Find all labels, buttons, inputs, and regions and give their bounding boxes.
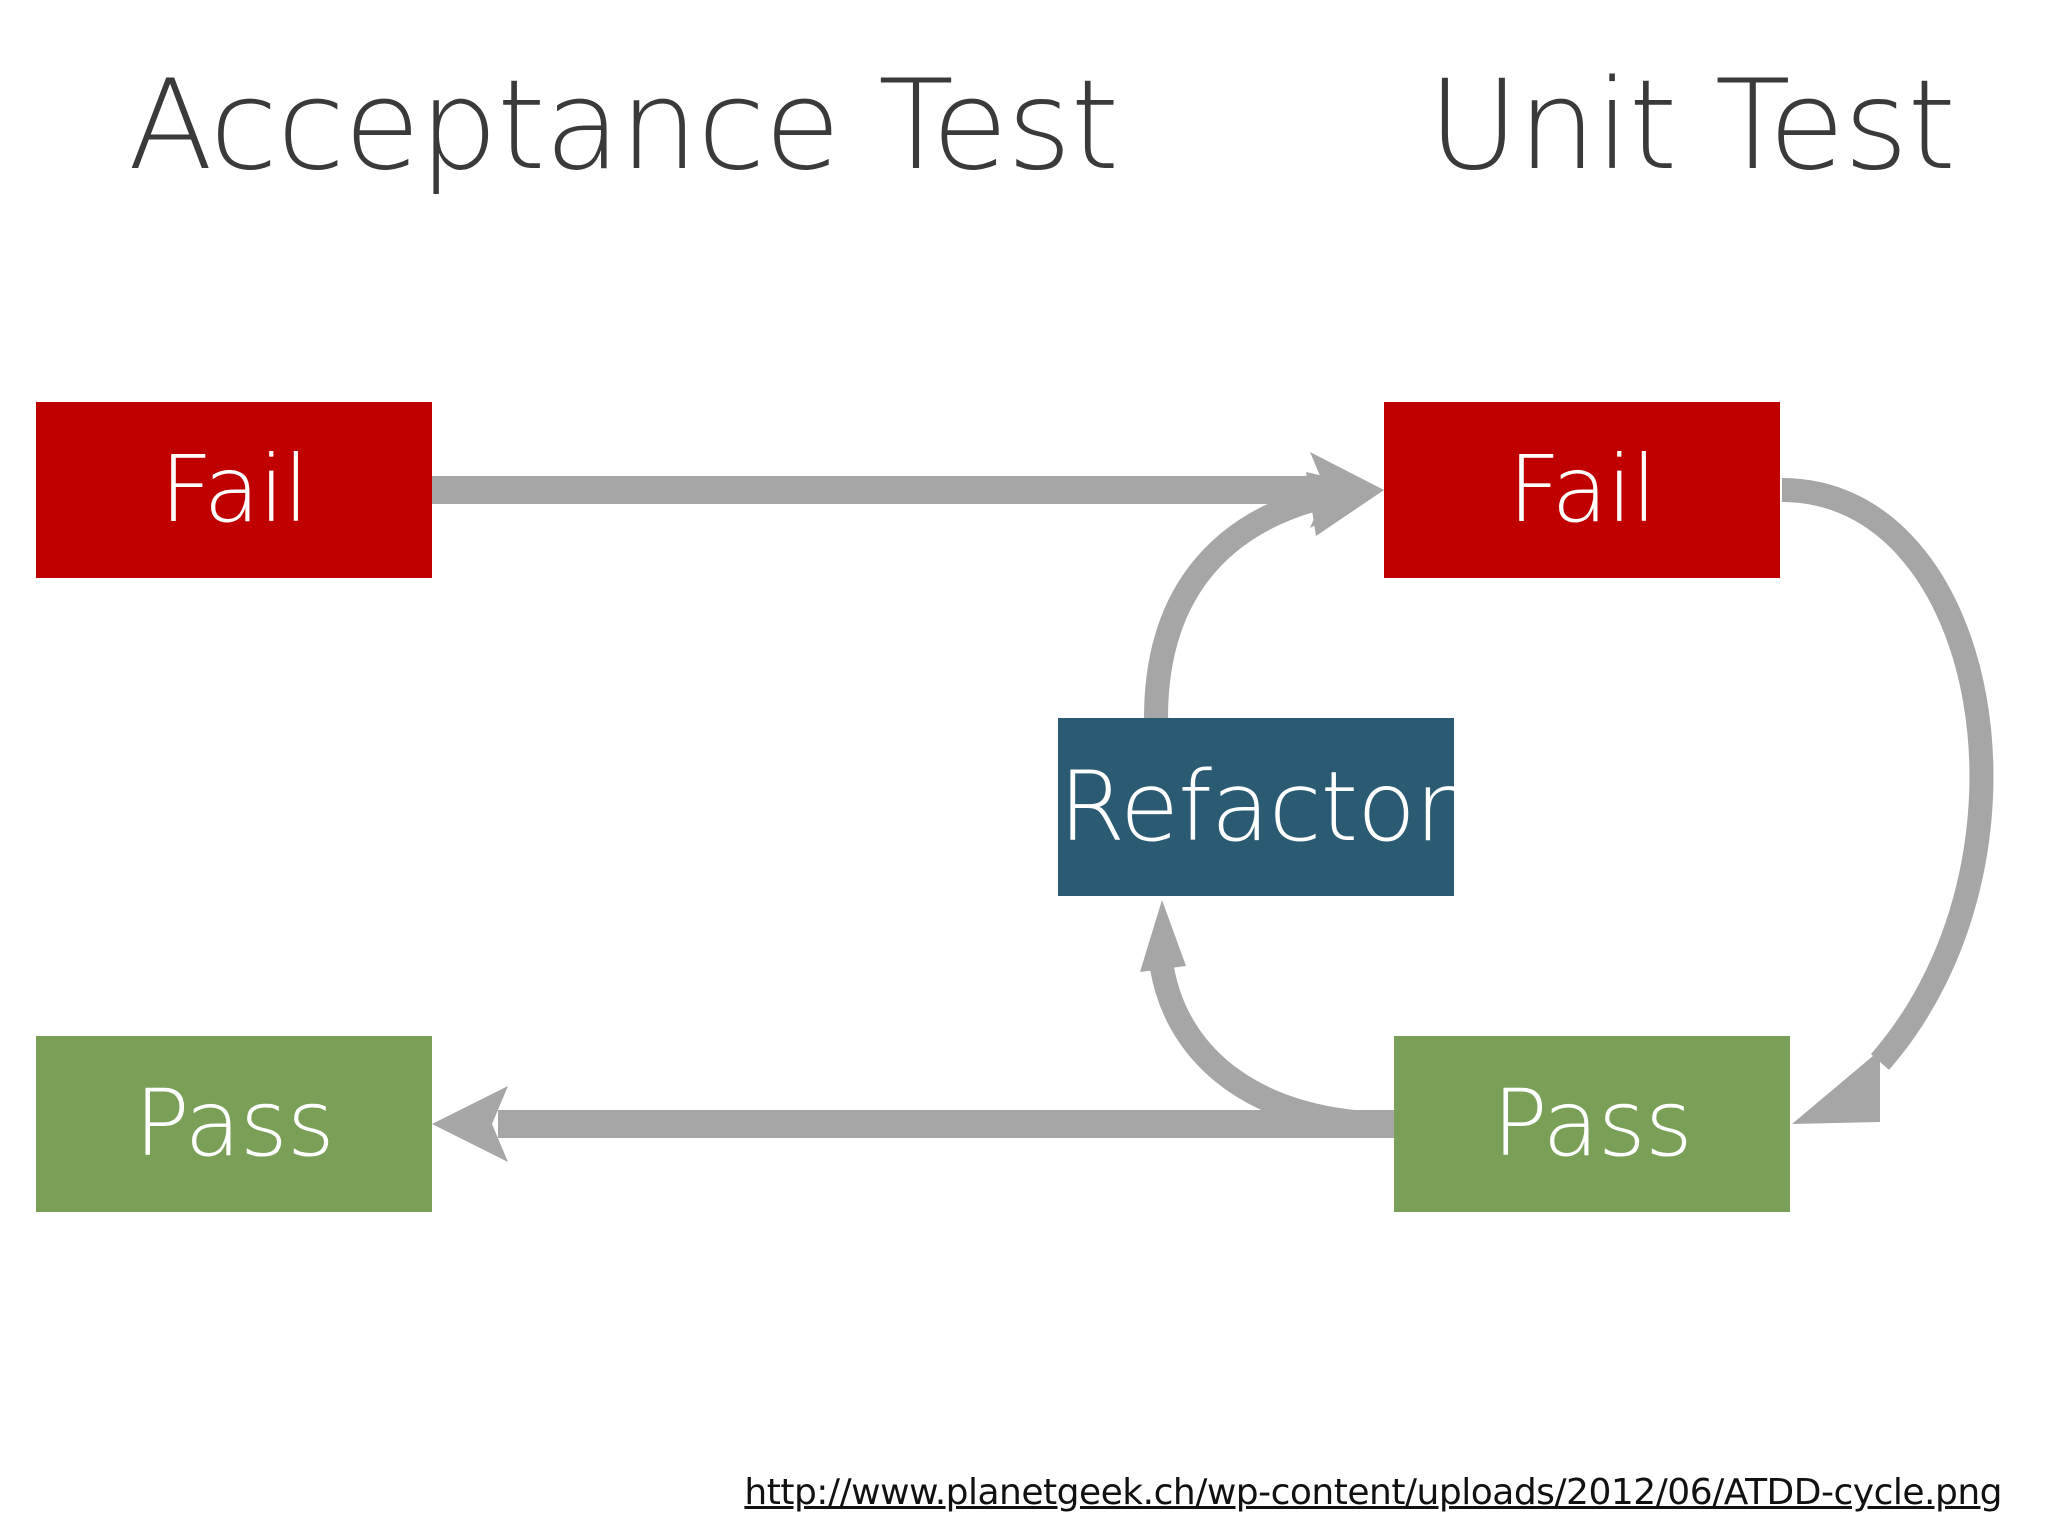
unit-fail-box: Fail <box>1384 402 1780 578</box>
arrow-unit-pass-to-refactor <box>1140 900 1395 1136</box>
unit-pass-box: Pass <box>1394 1036 1790 1212</box>
unit-pass-label: Pass <box>1492 1070 1693 1177</box>
acceptance-fail-label: Fail <box>160 436 309 543</box>
arrow-unit-fail-to-unit-pass <box>1781 478 1994 1124</box>
refactor-box: Refactor <box>1058 718 1454 896</box>
unit-fail-label: Fail <box>1508 436 1657 543</box>
refactor-label: Refactor <box>1058 751 1455 863</box>
arrow-acceptance-fail-to-unit-fail <box>432 452 1384 528</box>
acceptance-pass-box: Pass <box>36 1036 432 1212</box>
arrow-unit-pass-to-acceptance-pass <box>432 1086 1394 1162</box>
acceptance-test-heading: Acceptance Test <box>128 54 1119 198</box>
acceptance-fail-box: Fail <box>36 402 432 578</box>
unit-test-heading: Unit Test <box>1428 54 1956 198</box>
arrow-refactor-to-unit-fail <box>1144 472 1384 719</box>
source-url-link[interactable]: http://www.planetgeek.ch/wp-content/uplo… <box>744 1472 2002 1513</box>
acceptance-pass-label: Pass <box>134 1070 335 1177</box>
